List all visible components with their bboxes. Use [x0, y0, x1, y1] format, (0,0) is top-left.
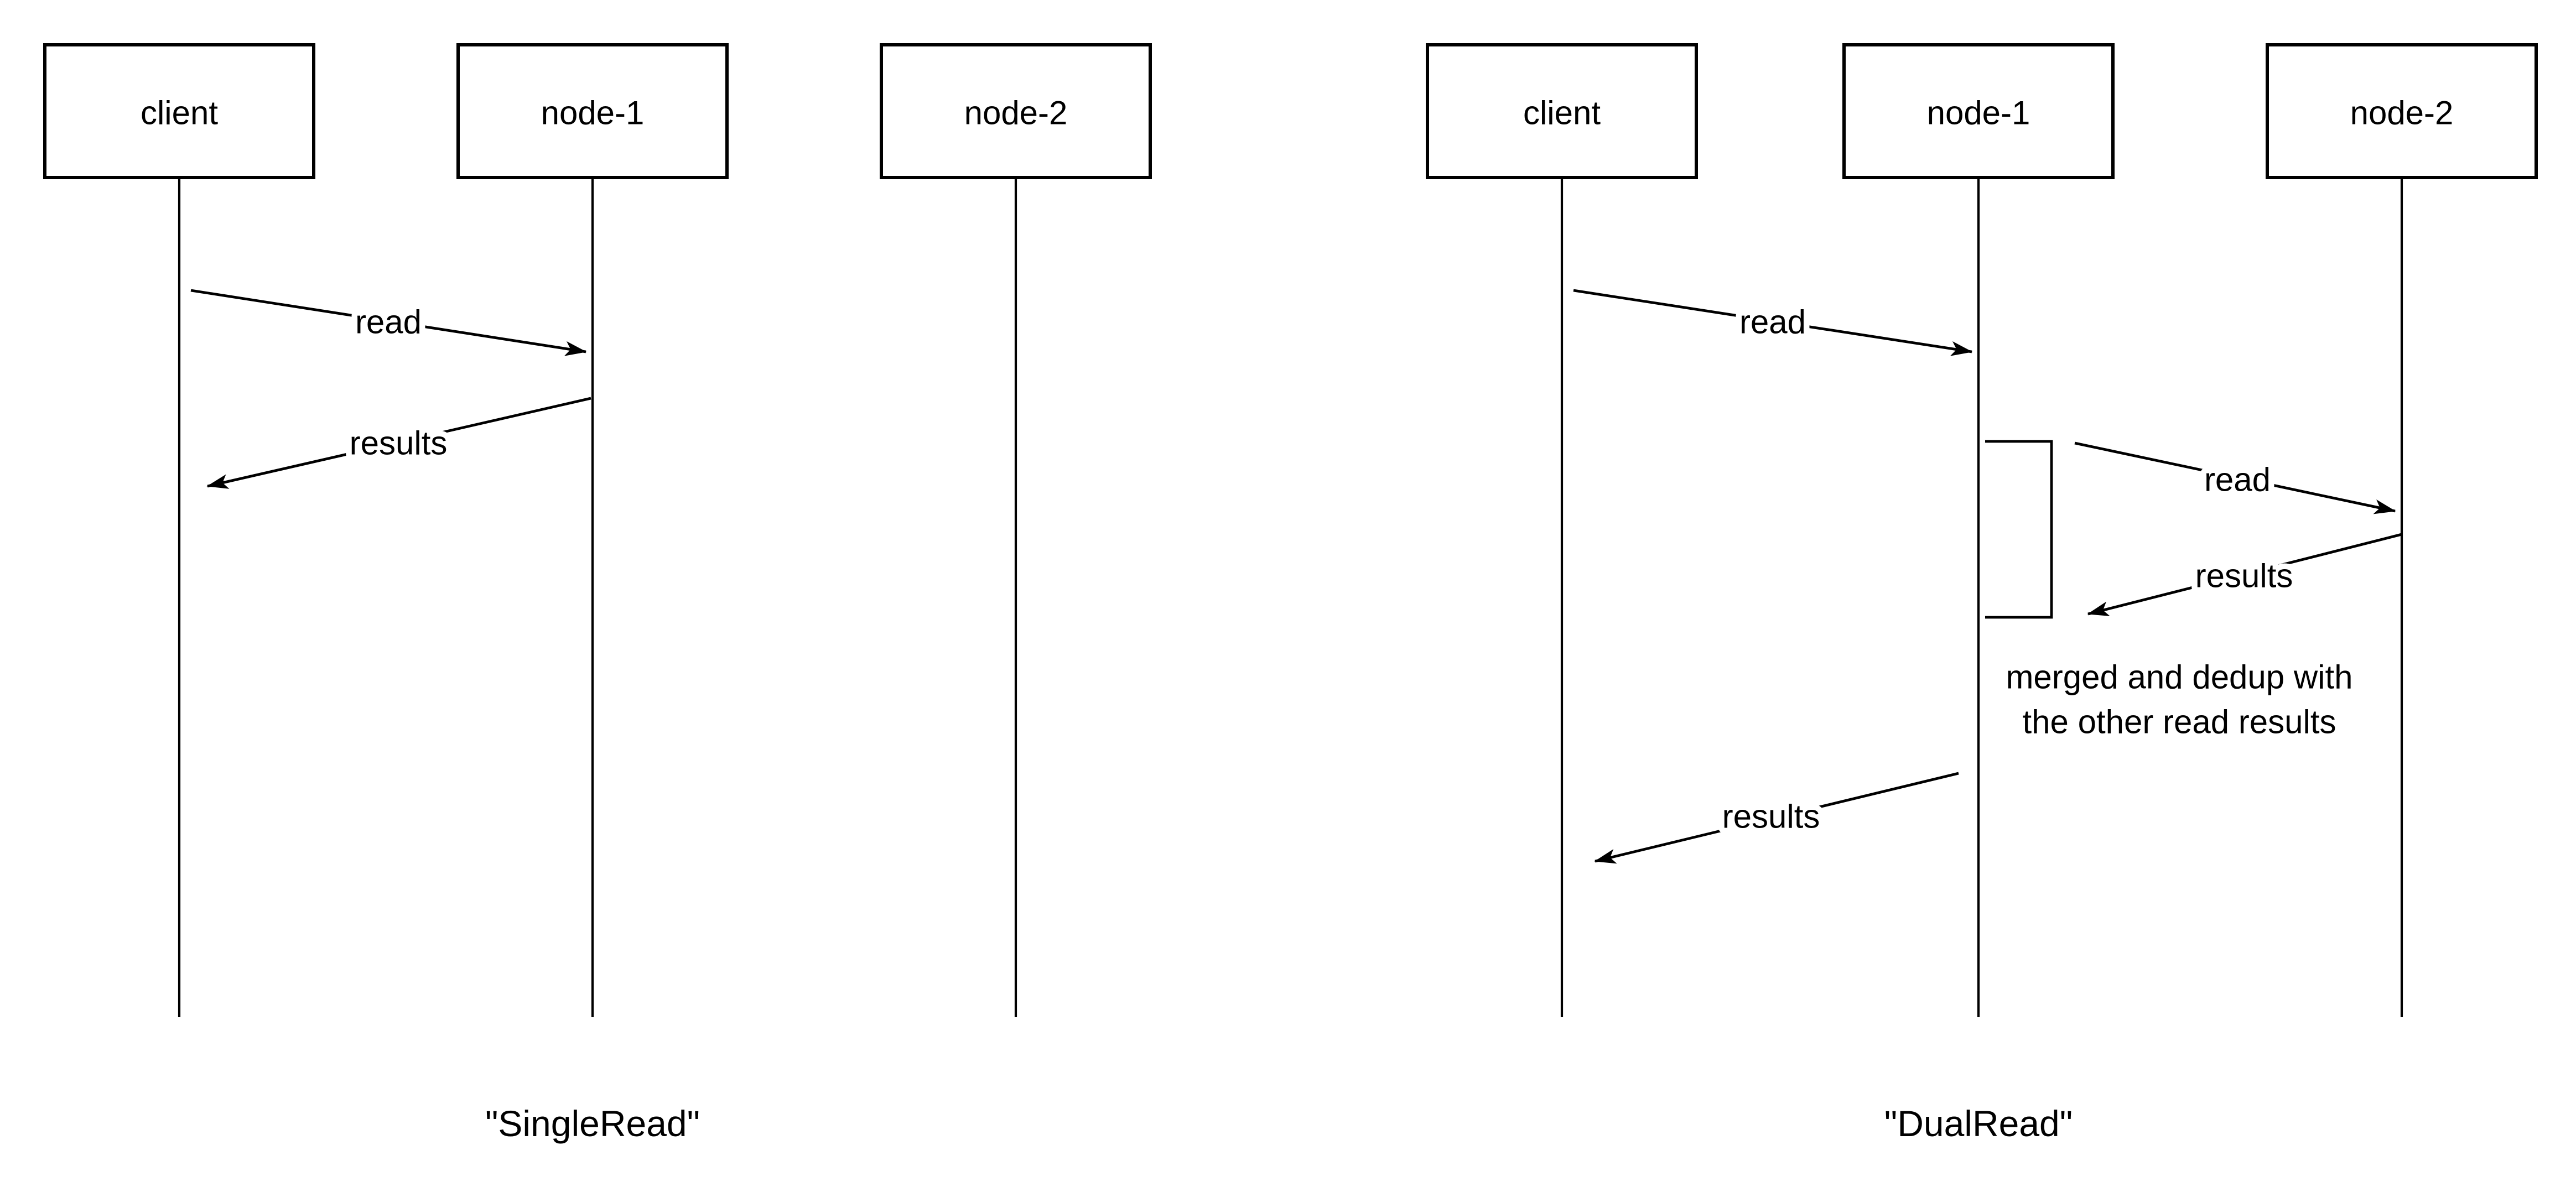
message-label-read-client-node1: read [1739, 304, 1806, 341]
actor-label-node-2: node-2 [964, 95, 1068, 132]
diagram-single-read: client node-1 node-2 read results "Singl… [43, 43, 1152, 1144]
note-merged-dedup: merged and dedup with the other read res… [2006, 659, 2352, 741]
note-line-2: the other read results [2023, 704, 2336, 741]
diagram-dual-read: client node-1 node-2 read read results m… [1426, 43, 2538, 1144]
message-label-results-node1-client: results [1722, 798, 1820, 835]
message-arrow-read-node1-node2 [2074, 441, 2396, 514]
actor-box-client [43, 43, 315, 179]
message-arrow-read-client-node1 [1573, 289, 1973, 356]
actor-box-node-2 [2266, 43, 2538, 179]
message-arrow-results-node1-client [1594, 772, 1959, 864]
actor-label-node-1: node-1 [1927, 95, 2030, 132]
caption-dual-read: "DualRead" [1884, 1103, 2073, 1144]
actor-label-client: client [141, 95, 218, 132]
actor-label-node-2: node-2 [2350, 95, 2454, 132]
activation-bracket-node-1 [1985, 440, 2053, 619]
actor-box-node-1 [1842, 43, 2115, 179]
actor-label-client: client [1523, 95, 1601, 132]
actor-box-client [1426, 43, 1698, 179]
message-arrow-results [206, 397, 591, 489]
caption-single-read: "SingleRead" [485, 1103, 700, 1144]
message-label-results-node2-node1: results [2195, 558, 2293, 595]
note-line-1: merged and dedup with [2006, 659, 2352, 696]
actor-box-node-2 [880, 43, 1152, 179]
message-arrow-read [190, 289, 587, 356]
message-label-results: results [350, 425, 448, 462]
message-label-read: read [355, 304, 422, 341]
actor-label-node-1: node-1 [541, 95, 645, 132]
message-label-read-node1-node2: read [2204, 461, 2271, 498]
actor-box-node-1 [456, 43, 729, 179]
message-arrow-results-node2-node1 [2087, 533, 2402, 616]
